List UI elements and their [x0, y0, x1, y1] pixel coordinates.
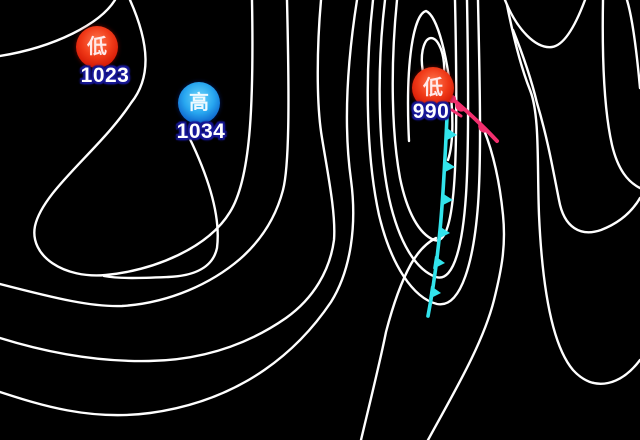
pressure-marker-high-central[interactable]: 高 1034: [159, 82, 239, 144]
cold-front-barb: [429, 286, 441, 299]
isobar-line: [33, 0, 254, 277]
isobar-line: [426, 128, 506, 440]
isobar-line: [406, 9, 454, 162]
isobar-line: [0, 0, 117, 58]
isobar-line: [601, 0, 640, 190]
warm-front-bump: [478, 123, 489, 133]
pressure-marker-low-west[interactable]: 低 1023: [57, 26, 137, 88]
isobar-line: [625, 0, 640, 90]
cold-front-barb: [443, 160, 455, 173]
pressure-value: 1023: [80, 64, 130, 87]
isobar-line: [511, 28, 640, 234]
isobar-line: [505, 3, 640, 385]
isobar-line: [503, 0, 587, 49]
warm-front-bump: [455, 102, 466, 112]
isobar-line: [0, 0, 290, 308]
low-pressure-disc: 低: [76, 26, 118, 68]
high-symbol: 高: [189, 92, 209, 114]
isobar-line: [102, 135, 219, 280]
cold-front-barb: [438, 226, 450, 239]
isobar-line: [0, 0, 336, 363]
low-symbol: 低: [87, 36, 107, 58]
pressure-value: 990: [412, 100, 450, 123]
warm-front-bumps: [448, 95, 489, 133]
cold-front: [426, 115, 449, 318]
pressure-marker-low-east[interactable]: 低 990: [393, 67, 473, 124]
isobar-line: [0, 0, 359, 417]
cold-front-barb: [433, 256, 445, 269]
cold-front-barb: [441, 193, 453, 206]
high-pressure-disc: 高: [178, 82, 220, 124]
warm-front-tick: [450, 108, 463, 118]
cold-front-barbs: [429, 128, 457, 299]
isobar-line: [359, 236, 438, 440]
pressure-value: 1034: [176, 120, 226, 143]
cold-front-barb: [445, 128, 457, 141]
low-pressure-disc: 低: [412, 67, 454, 109]
low-symbol: 低: [423, 77, 443, 99]
